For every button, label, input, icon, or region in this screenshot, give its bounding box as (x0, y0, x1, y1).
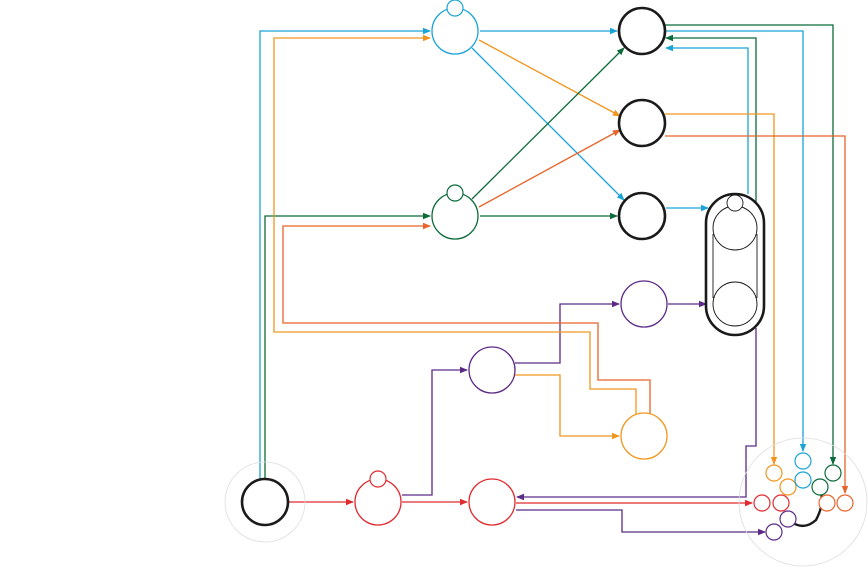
node-red-node[interactable] (354, 470, 402, 526)
edge-orange-node-to-blue-node (273, 34, 637, 414)
node-red-node-2[interactable] (468, 478, 516, 526)
edge-purple-node-to-purple-node-2 (515, 300, 620, 364)
node-orange-node[interactable] (620, 412, 668, 460)
edge-target-1-to-hub (665, 30, 807, 452)
hub-port-8 (772, 494, 790, 512)
node-red-node-2-circle (468, 478, 516, 526)
edge-cluster-to-target-1 (665, 44, 749, 194)
edge-orange-node-to-green-node (282, 222, 651, 414)
source-halo (224, 461, 306, 543)
edge-purple-node-to-orange-node (515, 374, 620, 440)
node-blue-node-self-loop (446, 0, 464, 17)
edge-red-node-to-purple-node (402, 366, 468, 496)
hub-port-4 (779, 478, 797, 496)
node-blue-node[interactable] (431, 0, 479, 55)
node-source[interactable] (224, 461, 306, 543)
node-orange-node-circle (620, 412, 668, 460)
hub-port-3 (824, 464, 842, 482)
node-purple-node-2-circle (620, 280, 668, 328)
hub-port-6 (811, 478, 829, 496)
edge-target-1-to-hub (665, 24, 837, 465)
hub-core-arc (792, 492, 824, 528)
edge-cluster-to-target-1 (665, 34, 757, 202)
hub-halo (738, 437, 868, 567)
node-red-node-self-loop (369, 470, 387, 488)
cluster-inner-state-1 (712, 205, 758, 251)
hub-port-9 (818, 494, 836, 512)
edge-source-to-blue-node (259, 27, 431, 482)
hub-port-5 (794, 471, 812, 489)
node-purple-node-circle (468, 346, 516, 394)
edge-cluster-to-red-node-2 (516, 328, 757, 501)
node-target-3-circle (617, 191, 667, 241)
node-source-circle (240, 477, 290, 527)
node-hub[interactable] (738, 437, 868, 567)
nodes-layer (224, 0, 868, 567)
hub-port-11 (779, 510, 797, 528)
node-target-2[interactable] (617, 98, 667, 148)
edge-source-to-green-node (264, 212, 431, 479)
node-green-node[interactable] (431, 184, 479, 240)
edge-green-node-to-target-1 (471, 47, 625, 200)
node-green-node-self-loop (446, 184, 464, 202)
edge-target-2-to-hub (665, 135, 849, 494)
edge-target-2-to-hub (665, 113, 778, 465)
cluster-inner-state-2 (712, 281, 758, 327)
node-cluster[interactable] (704, 192, 766, 337)
node-target-2-circle (617, 98, 667, 148)
edges-layer (259, 24, 849, 536)
node-purple-node-2[interactable] (620, 280, 668, 328)
edge-green-node-to-target-2 (478, 129, 621, 208)
edge-red-node-2-to-hub (516, 509, 766, 536)
node-target-1[interactable] (617, 6, 667, 56)
hub-port-1 (765, 464, 783, 482)
edge-blue-node-to-target-2 (478, 39, 621, 117)
hub-port-7 (753, 494, 771, 512)
cluster-self-loop (726, 194, 744, 212)
hub-port-12 (765, 523, 783, 541)
node-purple-node[interactable] (468, 346, 516, 394)
hub-port-2 (794, 452, 812, 470)
hub-port-10 (836, 494, 854, 512)
node-target-1-circle (617, 6, 667, 56)
node-target-3[interactable] (617, 191, 667, 241)
